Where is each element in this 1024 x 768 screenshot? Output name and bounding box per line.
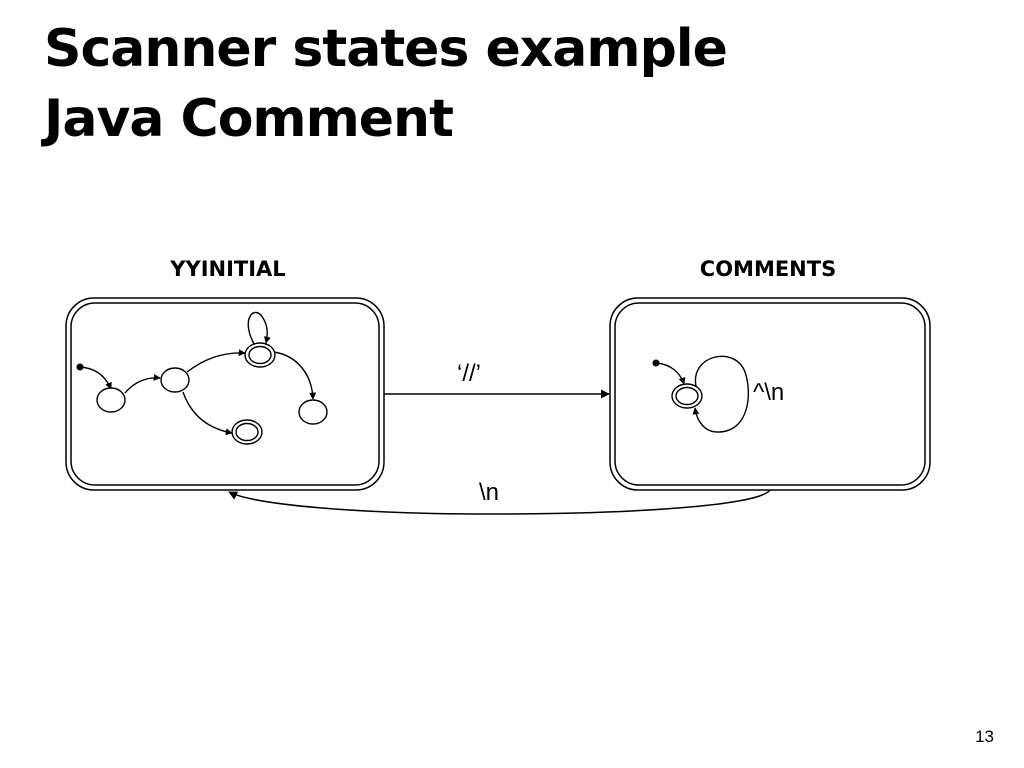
inner-state-right	[298, 399, 328, 425]
self-loop-comments	[692, 355, 750, 433]
inner-state-1	[96, 387, 126, 413]
self-loop-top	[247, 311, 271, 345]
edge-2-bottom	[182, 391, 233, 436]
inner-automaton-comments	[652, 355, 750, 433]
transition-label-not-newline: ^\n	[753, 379, 784, 406]
start-edge	[655, 362, 686, 385]
start-edge	[79, 366, 112, 390]
slide-title: Scanner states example Java Comment	[44, 14, 728, 154]
edge-1-2	[124, 373, 161, 394]
page-number: 13	[975, 727, 994, 746]
transition-label-newline: \n	[479, 479, 499, 506]
transition-label-slash-slash: ‘//’	[457, 360, 481, 387]
inner-accept-state-comments	[671, 383, 703, 409]
inner-accept-state-top	[244, 342, 276, 368]
edge-2-top	[186, 349, 246, 373]
edge-top-right	[273, 351, 317, 400]
inner-accept-state-bottom	[231, 419, 263, 445]
state-label-comments: COMMENTS	[700, 257, 836, 281]
state-label-yyinitial: YYINITIAL	[169, 257, 285, 281]
inner-automaton-yyinitial	[76, 311, 328, 445]
inner-state-2	[160, 367, 190, 393]
title-line-1: Scanner states example	[44, 19, 728, 79]
title-line-2: Java Comment	[44, 89, 454, 149]
transition-comments-to-yyinitial	[228, 489, 771, 515]
